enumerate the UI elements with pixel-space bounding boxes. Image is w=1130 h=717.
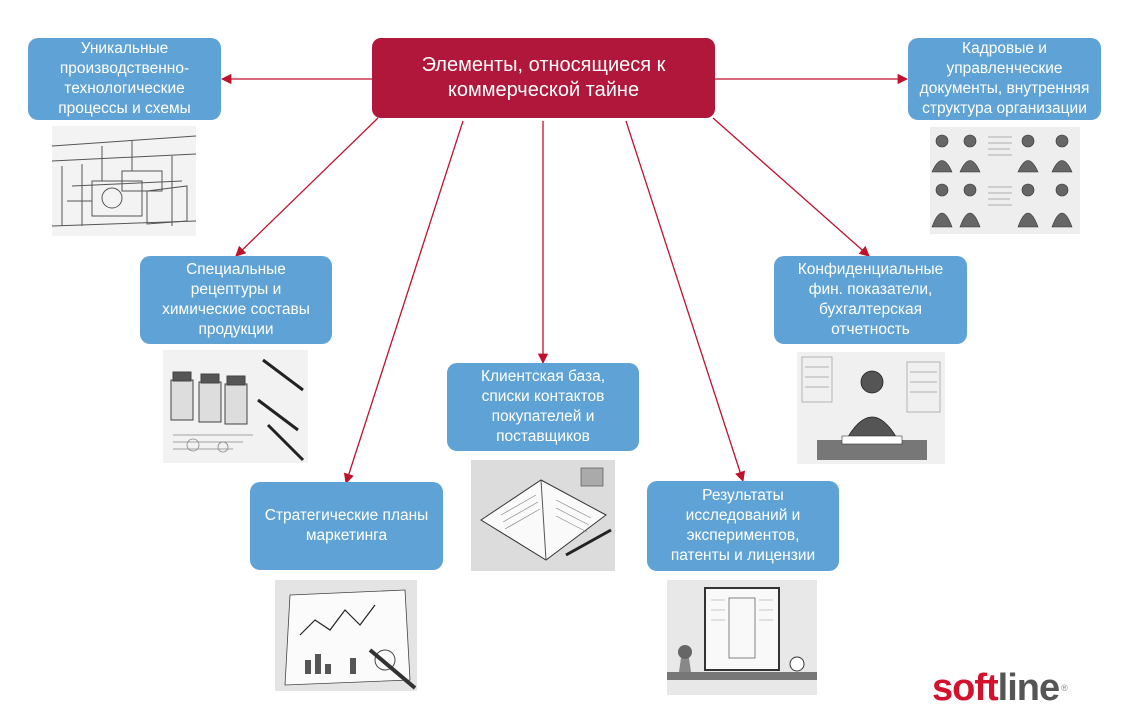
node-recipes-line-3: химические составы — [162, 301, 310, 318]
arrow-to-recipes — [235, 117, 379, 257]
node-recipes-line-4: продукции — [198, 321, 274, 338]
node-hr-docs-line-2: управленческие — [946, 60, 1063, 77]
node-processes-line-4: процессы и схемы — [58, 100, 191, 117]
logo-line-part: line — [997, 667, 1060, 709]
node-recipes-line-2: рецептуры и — [190, 281, 282, 298]
node-marketing: Стратегические планы маркетинга — [250, 482, 443, 570]
node-processes-line-2: производственно- — [59, 60, 190, 77]
node-research-line-4: патенты и лицензии — [670, 547, 816, 564]
logo-registered-mark: ® — [1061, 683, 1068, 693]
node-clients-line-4: поставщиков — [496, 428, 590, 445]
employee-portraits-illustration — [930, 127, 1080, 234]
node-research-line-3: экспериментов, — [686, 527, 800, 544]
node-hr-docs: Кадровые и управленческие документы, вну… — [908, 38, 1101, 120]
open-notebook-illustration — [471, 460, 615, 571]
node-finance-line-2: фин. показатели, — [808, 281, 933, 298]
node-finance-line-1: Конфиденциальные — [797, 261, 944, 278]
root-node-label: Элементы, относящиеся к коммерческой тай… — [421, 54, 666, 101]
logo-soft-part: soft — [932, 667, 999, 709]
framed-patent-illustration — [667, 580, 817, 695]
node-hr-docs-line-3: документы, внутренняя — [919, 80, 1090, 97]
arrow-to-research — [625, 120, 746, 482]
node-research-line-1: Результаты — [702, 487, 784, 504]
marketing-charts-illustration — [275, 580, 417, 691]
node-clients-line-1: Клиентская база, — [480, 368, 606, 385]
accountant-at-desk-illustration — [797, 352, 945, 464]
node-clients-line-2: списки контактов — [481, 388, 605, 405]
arrow-to-finance — [712, 117, 870, 257]
node-processes-line-3: технологические — [64, 80, 185, 97]
node-clients: Клиентская база, списки контактов покупа… — [447, 363, 639, 451]
factory-equipment-illustration — [52, 126, 196, 236]
arrow-to-marketing — [343, 120, 464, 484]
node-research-line-2: исследований и — [685, 507, 801, 524]
node-finance-line-4: отчетность — [831, 321, 910, 338]
node-finance: Конфиденциальные фин. показатели, бухгал… — [774, 256, 967, 344]
node-marketing-line-1: Стратегические планы — [264, 507, 429, 524]
node-recipes-line-1: Специальные — [186, 261, 286, 278]
chemical-vials-illustration — [163, 350, 308, 463]
node-clients-line-3: покупателей и — [491, 408, 595, 425]
softline-logo: softline® — [932, 667, 1068, 709]
node-recipes: Специальные рецептуры и химические соста… — [140, 256, 332, 344]
node-finance-line-3: бухгалтерская — [818, 301, 923, 318]
node-hr-docs-line-4: структура организации — [922, 100, 1087, 117]
node-research: Результаты исследований и экспериментов,… — [647, 481, 839, 571]
node-hr-docs-line-1: Кадровые и — [962, 40, 1047, 57]
node-processes-line-1: Уникальные — [80, 40, 169, 57]
root-node-title: Элементы, относящиеся к коммерческой тай… — [372, 38, 715, 118]
node-processes: Уникальные производственно- технологичес… — [28, 38, 221, 120]
node-marketing-line-2: маркетинга — [305, 527, 388, 544]
